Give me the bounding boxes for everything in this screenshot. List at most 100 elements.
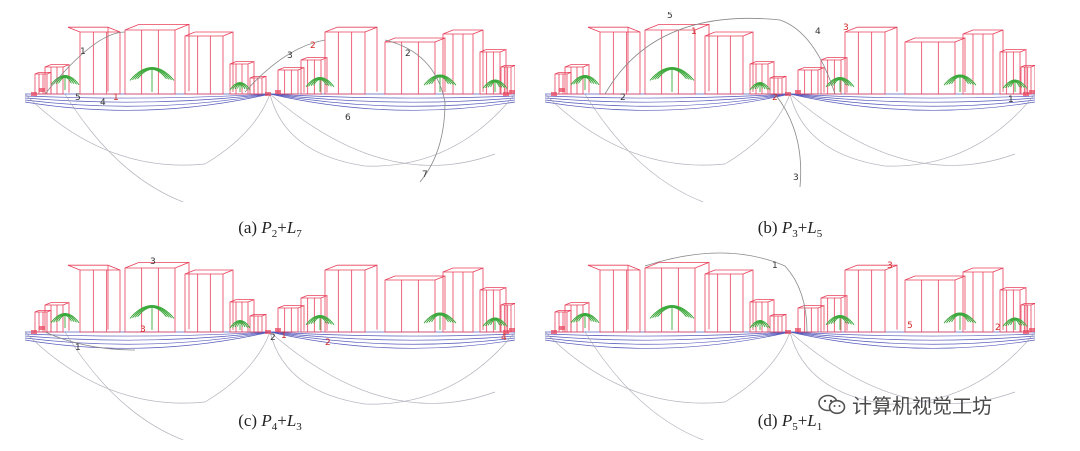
ground-lines [545, 331, 1035, 349]
tree [1002, 317, 1028, 330]
building-wireframe [229, 299, 255, 333]
line-label: 1 [113, 93, 119, 103]
line-hypothesis-arcs [44, 331, 136, 351]
line-label: 2 [772, 93, 778, 103]
tree [50, 75, 80, 90]
building-wireframe [184, 31, 234, 95]
line-label: 2 [310, 41, 316, 51]
building-wireframe [1020, 302, 1035, 333]
line-label: 4 [815, 27, 821, 37]
building-wireframe [704, 31, 754, 95]
building-wireframe [587, 264, 641, 333]
building-wireframe [479, 287, 507, 333]
building-wireframe [442, 29, 484, 95]
line-label: 3 [843, 23, 849, 33]
building-wireframe [384, 37, 446, 95]
line-label: 2 [325, 338, 331, 348]
tree [649, 305, 695, 330]
building-wireframe [769, 75, 787, 95]
line-label: 3 [287, 51, 293, 61]
line-label: 6 [345, 113, 351, 123]
line-label: 4 [501, 333, 507, 343]
building-wireframe [820, 295, 848, 333]
building-wireframe [249, 75, 267, 95]
tree [1002, 79, 1028, 92]
projection-arcs [25, 331, 515, 440]
building-wireframe [797, 67, 825, 95]
building-wireframe [844, 26, 898, 95]
caption-c: (c) P4+L3 [238, 411, 302, 433]
building-wireframe [249, 313, 267, 333]
building-wireframe [67, 26, 121, 95]
building-clutter [31, 326, 515, 334]
line-hypothesis-arcs [44, 31, 446, 183]
building-wireframe [479, 49, 507, 95]
line-label: 2 [995, 323, 1001, 333]
building-wireframe [999, 287, 1027, 333]
building-wireframe [300, 57, 328, 95]
tree [749, 320, 771, 330]
building-wireframe [587, 26, 641, 95]
tree [129, 67, 175, 92]
building-wireframe [124, 261, 190, 333]
building-wireframe [704, 269, 754, 333]
line-label: 5 [75, 93, 81, 103]
line-label: 2 [270, 333, 276, 343]
ground-lines [545, 93, 1035, 111]
line-label: 3 [793, 173, 799, 183]
building-wireframe [749, 61, 775, 95]
line-label: 3 [150, 257, 156, 267]
line-label: 1 [691, 27, 697, 37]
tree [305, 77, 335, 92]
line-hypothesis-arcs [644, 252, 808, 333]
line-label: 2 [620, 93, 626, 103]
building-wireframe [644, 261, 710, 333]
line-label: 1 [281, 331, 287, 341]
building-wireframe [644, 23, 710, 95]
building-wireframe [749, 299, 775, 333]
building-wireframe [324, 26, 378, 95]
line-hypothesis-arcs [604, 17, 836, 188]
building-wireframe [500, 64, 515, 95]
line-label: 1 [75, 343, 81, 353]
line-label: 5 [907, 321, 913, 331]
tree [570, 75, 600, 90]
caption-a: (a) P2+L7 [238, 218, 302, 240]
tree [825, 77, 855, 92]
line-label: 1 [80, 47, 86, 57]
tree [825, 315, 855, 330]
building-wireframe [797, 305, 825, 333]
building-wireframe [300, 295, 328, 333]
building-wireframe [277, 305, 305, 333]
building-wireframe [184, 269, 234, 333]
tree [649, 67, 695, 92]
line-label: 2 [405, 49, 411, 59]
line-label: 4 [100, 98, 106, 108]
tree [570, 313, 600, 328]
building-wireframe [820, 57, 848, 95]
building-wireframe [999, 49, 1027, 95]
building-clutter [551, 326, 1035, 334]
projection-arcs [25, 93, 515, 202]
building-wireframe [277, 67, 305, 95]
caption-b: (b) P3+L5 [757, 218, 823, 240]
building-wireframe [384, 275, 446, 333]
tree [423, 312, 457, 330]
building-wireframe [442, 267, 484, 333]
tree [482, 317, 508, 330]
line-label: 7 [422, 170, 428, 180]
line-label: 3 [887, 261, 893, 271]
building-clutter [31, 88, 515, 96]
projection-arcs [545, 93, 1035, 202]
building-clutter [551, 88, 1035, 96]
tree [943, 74, 977, 92]
building-wireframe [844, 264, 898, 333]
ground-lines [25, 93, 515, 111]
line-label: 3 [140, 325, 146, 335]
